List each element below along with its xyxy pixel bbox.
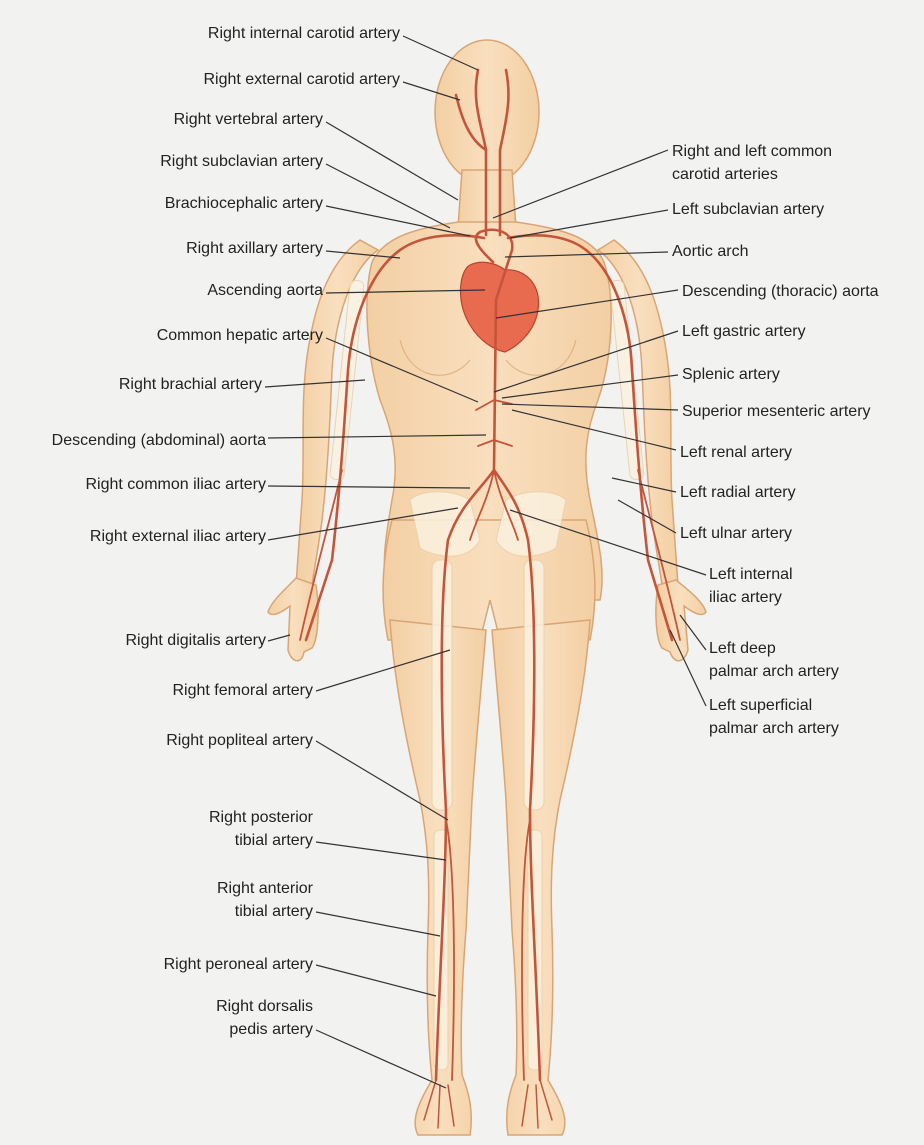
label-right-brachial: Right brachial artery [40, 373, 262, 396]
leader-rpe [316, 965, 436, 996]
label-splenic: Splenic artery [682, 363, 912, 386]
label-right-femoral: Right femoral artery [60, 679, 313, 702]
label-common-carotids-line2: carotid arteries [672, 163, 912, 186]
label-left-gastric: Left gastric artery [682, 320, 912, 343]
label-left-deep-palmar-arch-line2: palmar arch artery [709, 660, 909, 683]
label-right-external-carotid: Right external carotid artery [60, 68, 400, 91]
label-aortic-arch: Aortic arch [672, 240, 912, 263]
label-left-subclavian: Left subclavian artery [672, 198, 912, 221]
label-right-dorsalis-pedis-line1: Right dorsalis [60, 995, 313, 1018]
leader-rdg [268, 635, 290, 641]
label-right-common-iliac: Right common iliac artery [20, 473, 266, 496]
label-left-superficial-palmar-arch-line2: palmar arch artery [709, 717, 909, 740]
label-descending-thoracic-aorta: Descending (thoracic) aorta [682, 280, 922, 303]
leader-lsp [670, 630, 706, 706]
label-right-external-iliac: Right external iliac artery [20, 525, 266, 548]
label-right-posterior-tibial-line2: tibial artery [60, 829, 313, 852]
leader-bca [326, 206, 470, 236]
label-right-subclavian: Right subclavian artery [60, 150, 323, 173]
label-common-hepatic: Common hepatic artery [60, 324, 323, 347]
label-descending-abdominal-aorta: Descending (abdominal) aorta [4, 429, 266, 452]
label-right-posterior-tibial-line1: Right posterior [60, 806, 313, 829]
label-left-deep-palmar-arch: Left deep palmar arch artery [709, 637, 909, 683]
leader-lsa [510, 210, 668, 238]
label-superior-mesenteric: Superior mesenteric artery [682, 400, 922, 423]
label-left-internal-iliac-line2: iliac artery [709, 586, 909, 609]
label-brachiocephalic: Brachiocephalic artery [60, 192, 323, 215]
label-ascending-aorta: Ascending aorta [60, 279, 323, 302]
leader-rat [316, 912, 440, 936]
label-left-ulnar: Left ulnar artery [680, 522, 910, 545]
label-common-carotids: Right and left common carotid arteries [672, 140, 912, 186]
label-left-superficial-palmar-arch: Left superficial palmar arch artery [709, 694, 909, 740]
label-left-deep-palmar-arch-line1: Left deep [709, 637, 909, 660]
label-right-axillary: Right axillary artery [60, 237, 323, 260]
leader-rdp [316, 1030, 446, 1088]
label-right-internal-carotid: Right internal carotid artery [60, 22, 400, 45]
label-right-dorsalis-pedis-line2: pedis artery [60, 1018, 313, 1041]
label-right-vertebral: Right vertebral artery [60, 108, 323, 131]
label-right-posterior-tibial: Right posterior tibial artery [60, 806, 313, 852]
label-right-anterior-tibial-line2: tibial artery [60, 900, 313, 923]
label-left-internal-iliac-line1: Left internal [709, 563, 909, 586]
label-right-anterior-tibial-line1: Right anterior [60, 877, 313, 900]
label-left-superficial-palmar-arch-line1: Left superficial [709, 694, 909, 717]
label-left-renal: Left renal artery [680, 441, 910, 464]
label-common-carotids-line1: Right and left common [672, 140, 912, 163]
label-left-internal-iliac: Left internal iliac artery [709, 563, 909, 609]
label-left-radial: Left radial artery [680, 481, 910, 504]
label-right-popliteal: Right popliteal artery [60, 729, 313, 752]
label-right-digitalis: Right digitalis artery [40, 629, 266, 652]
label-right-anterior-tibial: Right anterior tibial artery [60, 877, 313, 923]
label-right-dorsalis-pedis: Right dorsalis pedis artery [60, 995, 313, 1041]
label-right-peroneal: Right peroneal artery [60, 953, 313, 976]
